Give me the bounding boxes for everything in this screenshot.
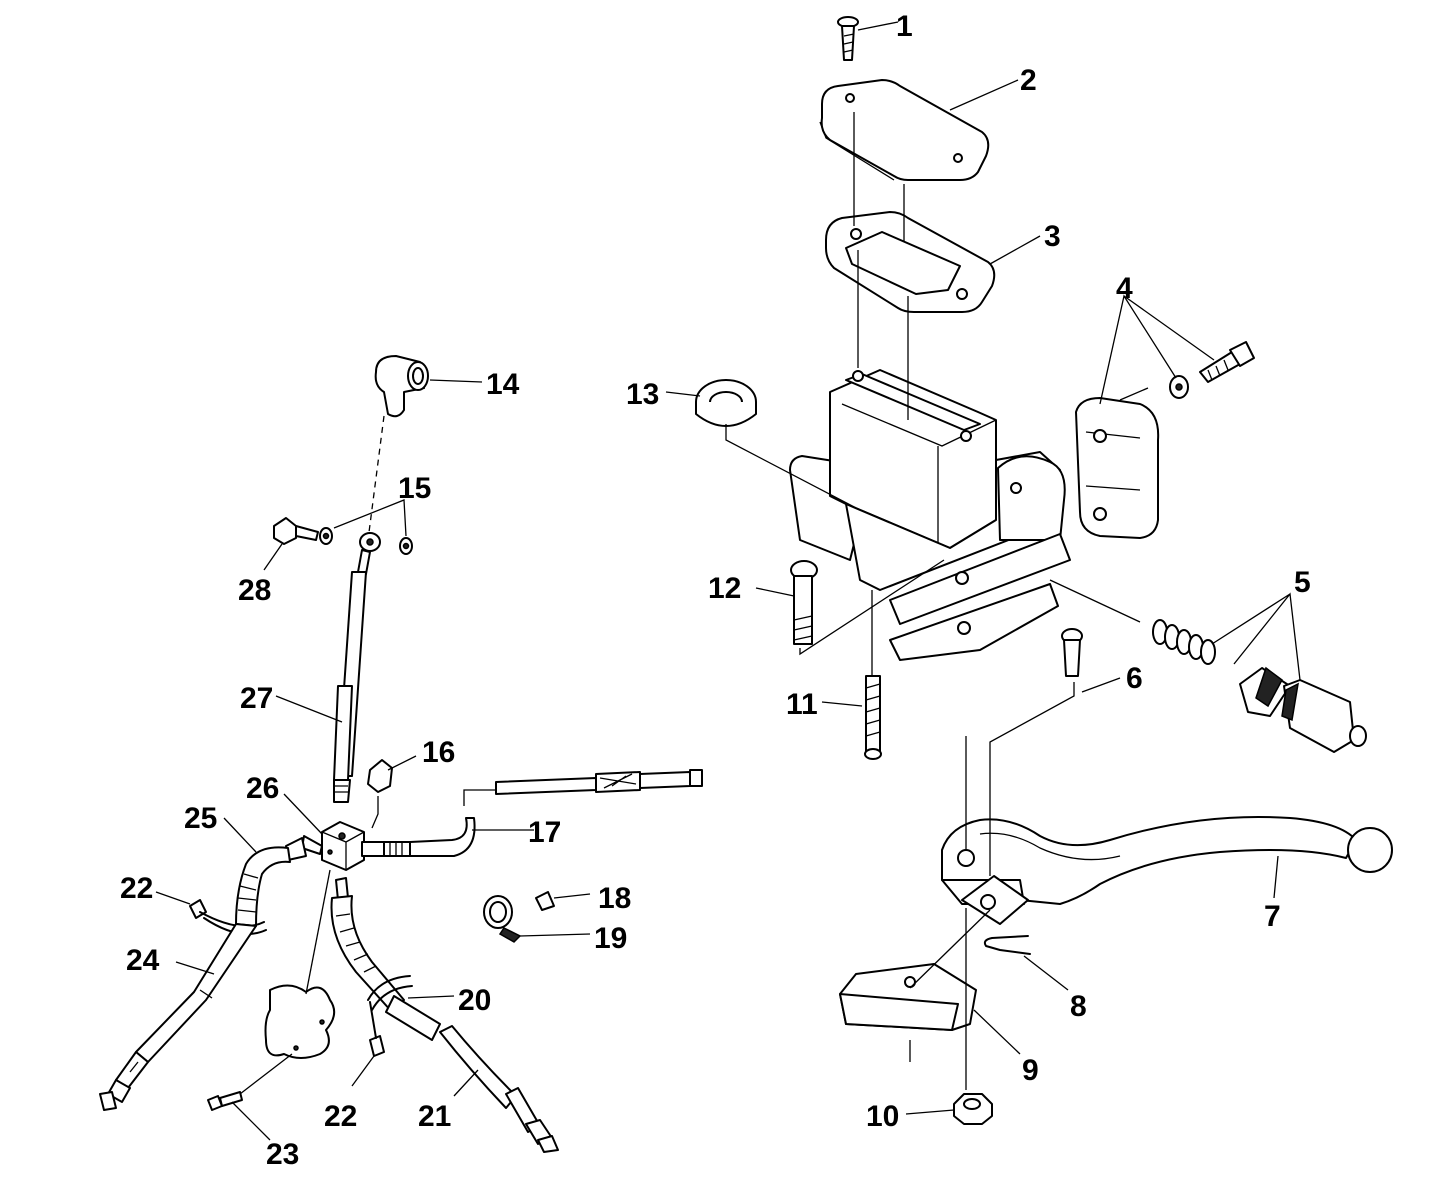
part-16-bleeder (367, 755, 417, 829)
part-9-adjuster-block (839, 963, 977, 1031)
callout-12: 12 (708, 572, 741, 605)
callout-23: 23 (266, 1138, 299, 1171)
master-cylinder-leaders (665, 21, 1301, 1115)
part-1-cover-screw (837, 16, 859, 61)
part-23-screw (207, 1053, 293, 1141)
callout-16: 16 (422, 736, 455, 769)
callout-3: 3 (1044, 220, 1061, 253)
callout-19: 19 (594, 922, 627, 955)
callout-10: 10 (866, 1100, 899, 1133)
part-19-clamp (483, 895, 591, 943)
callout-8: 8 (1070, 990, 1087, 1023)
callout-27: 27 (240, 682, 273, 715)
part-26-junction-block (283, 793, 365, 871)
part-11-screw (864, 675, 882, 760)
master-cylinder-body (789, 369, 1071, 661)
callout-4: 4 (1116, 272, 1133, 305)
part-8-spring-clip (983, 935, 1031, 955)
part-21-lower-hose (439, 1025, 559, 1153)
callout-17: 17 (528, 816, 561, 849)
part-27-upper-hose (275, 532, 381, 803)
part-24-lower-hose (99, 923, 257, 1111)
callout-13: 13 (626, 378, 659, 411)
callout-25: 25 (184, 802, 217, 835)
part-2-reservoir-cover (819, 79, 990, 181)
part-23-bracket (264, 869, 336, 1059)
part-13-boot (695, 379, 757, 427)
part-28-bolt (263, 517, 319, 571)
part-7-brake-lever (941, 815, 1393, 925)
callout-28: 28 (238, 574, 271, 607)
callout-20: 20 (458, 984, 491, 1017)
part-6-pivot-pin (1061, 628, 1083, 677)
callout-labels: 1 2 3 4 5 6 7 8 9 10 11 12 13 14 15 16 1… (120, 10, 1311, 1171)
callout-14: 14 (486, 368, 520, 401)
callout-22-left: 22 (120, 872, 153, 905)
callout-11: 11 (786, 688, 818, 721)
part-25-hose (223, 817, 323, 927)
callout-26: 26 (246, 772, 279, 805)
part-4-clamp-assembly (1075, 341, 1255, 539)
part-12-pivot-bolt (790, 560, 818, 645)
part-17-brake-line (361, 769, 703, 857)
part-3-diaphragm (825, 211, 996, 313)
callout-2: 2 (1020, 64, 1037, 97)
dashed-alignment-14 (367, 415, 385, 541)
callout-7: 7 (1264, 900, 1281, 933)
callout-21: 21 (418, 1100, 451, 1133)
callout-5: 5 (1294, 566, 1311, 599)
callout-24: 24 (126, 944, 160, 977)
part-18-screw (535, 891, 591, 911)
part-22-clip-right (351, 975, 413, 1087)
part-20-hose-to-block (330, 877, 455, 1041)
part-10-nut (953, 1093, 993, 1125)
callout-15: 15 (398, 472, 431, 505)
part-14-banjo-fitting (374, 355, 483, 418)
callout-9: 9 (1022, 1054, 1039, 1087)
part-5-spring-piston (1152, 619, 1367, 753)
callout-1: 1 (896, 10, 913, 43)
callout-18: 18 (598, 882, 631, 915)
callout-22-right: 22 (324, 1100, 357, 1133)
part-15-washers (319, 499, 413, 555)
callout-6: 6 (1126, 662, 1143, 695)
